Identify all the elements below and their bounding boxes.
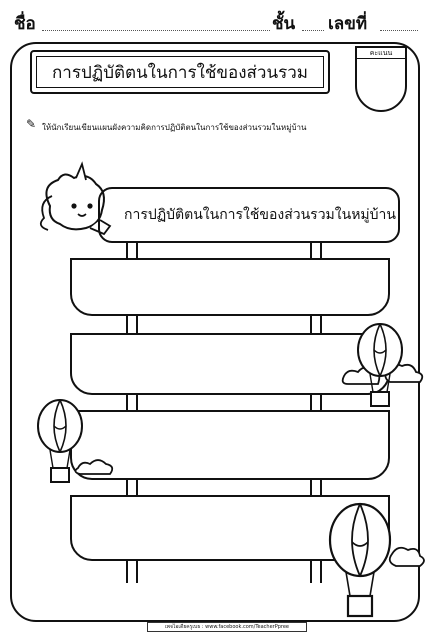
class-label: ชั้น xyxy=(272,14,296,34)
score-divider xyxy=(355,58,407,59)
number-field[interactable] xyxy=(380,30,418,31)
pencil-icon: ✎ xyxy=(26,117,37,131)
answer-box-1[interactable] xyxy=(70,258,390,316)
footer-credit: เพจไอเดียครูเบธ : www.facebook.com/Teach… xyxy=(147,622,307,632)
hot-air-balloon-illustration-large xyxy=(328,502,425,618)
name-field[interactable] xyxy=(42,30,270,31)
score-box[interactable] xyxy=(355,46,407,112)
title-plate xyxy=(30,50,330,94)
worksheet-title: การปฏิบัติตนในการใช้ของส่วนรวม xyxy=(36,56,324,88)
hot-air-balloon-illustration xyxy=(341,323,424,407)
instruction-text: ให้นักเรียนเขียนแผนผังความคิดการปฏิบัติต… xyxy=(42,123,307,132)
class-field[interactable] xyxy=(302,30,324,31)
score-label: คะแนน xyxy=(369,49,393,57)
unicorn-illustration xyxy=(39,161,112,236)
student-info-row: ชื่อ ชั้น เลขที่ xyxy=(0,0,428,40)
hot-air-balloon-illustration-left xyxy=(37,399,114,483)
number-label: เลขที่ xyxy=(328,14,368,34)
answer-box-3[interactable] xyxy=(70,410,390,480)
worksheet-frame xyxy=(10,42,420,622)
name-label: ชื่อ xyxy=(14,14,36,34)
diagram-heading: การปฏิบัติตนในการใช้ของส่วนรวมในหมู่บ้าน xyxy=(98,187,400,243)
